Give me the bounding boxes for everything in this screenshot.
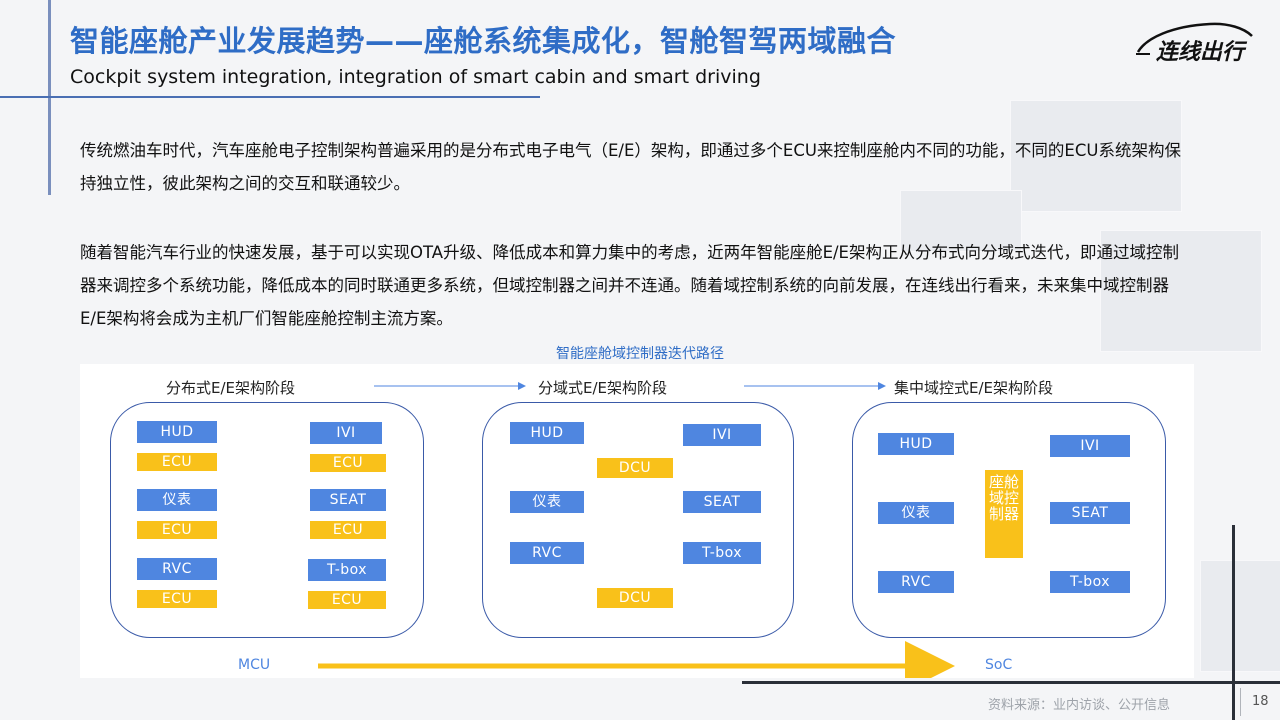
ecu-box: ECU bbox=[137, 590, 217, 608]
dcu-box: DCU bbox=[597, 458, 673, 478]
ecu-box: ECU bbox=[137, 521, 217, 539]
footer-divider bbox=[742, 681, 1280, 684]
page-number: 18 bbox=[1252, 694, 1269, 709]
module-dashboard: 仪表 bbox=[878, 502, 954, 524]
module-seat: SEAT bbox=[1050, 502, 1130, 524]
right-accent-line bbox=[1232, 525, 1235, 720]
axis-label-soc: SoC bbox=[985, 657, 1013, 673]
module-seat: SEAT bbox=[683, 491, 761, 513]
module-ivi: IVI bbox=[683, 424, 761, 446]
ecu-box: ECU bbox=[310, 521, 386, 539]
module-hud: HUD bbox=[510, 422, 584, 444]
title-underline bbox=[0, 96, 540, 98]
paragraph-domain-trend: 随着智能汽车行业的快速发展，基于可以实现OTA升级、降低成本和算力集中的考虑，近… bbox=[80, 243, 1179, 328]
car-logo-icon bbox=[1136, 22, 1253, 55]
background-cube bbox=[1100, 230, 1262, 352]
module-tbox: T-box bbox=[1050, 571, 1130, 593]
module-tbox: T-box bbox=[683, 542, 761, 564]
module-ivi: IVI bbox=[1050, 435, 1130, 457]
module-ivi: IVI bbox=[310, 422, 382, 444]
module-rvc: RVC bbox=[510, 542, 584, 564]
page-number-separator bbox=[1240, 688, 1241, 716]
ecu-box: ECU bbox=[137, 453, 217, 471]
axis-label-mcu: MCU bbox=[238, 657, 271, 673]
module-hud: HUD bbox=[878, 433, 954, 455]
module-tbox: T-box bbox=[308, 559, 386, 581]
page-title: 智能座舱产业发展趋势——座舱系统集成化，智舱智驾两域融合 bbox=[70, 24, 897, 58]
module-dashboard: 仪表 bbox=[137, 489, 217, 511]
diagram-caption: 智能座舱域控制器迭代路径 bbox=[556, 346, 724, 362]
module-seat: SEAT bbox=[310, 489, 386, 511]
source-note: 资料来源：业内访谈、公开信息 bbox=[988, 698, 1171, 713]
stage-label-distributed: 分布式E/E架构阶段 bbox=[166, 379, 296, 397]
page-subtitle: Cockpit system integration, integration … bbox=[70, 66, 761, 88]
module-rvc: RVC bbox=[878, 571, 954, 593]
architecture-diagram: 分布式E/E架构阶段 分域式E/E架构阶段 集中域控式E/E架构阶段 HUD E… bbox=[80, 364, 1194, 678]
dcu-box: DCU bbox=[597, 588, 673, 608]
background-cube bbox=[1200, 560, 1280, 672]
paragraph-distributed: 传统燃油车时代，汽车座舱电子控制架构普遍采用的是分布式电子电气（E/E）架构，即… bbox=[80, 141, 1181, 193]
module-dashboard: 仪表 bbox=[510, 491, 584, 513]
background-cube bbox=[900, 190, 1022, 252]
module-hud: HUD bbox=[137, 421, 217, 443]
module-rvc: RVC bbox=[137, 558, 217, 580]
stage-label-domain: 分域式E/E架构阶段 bbox=[538, 379, 668, 397]
cockpit-domain-controller: 座舱域控制器 bbox=[985, 470, 1023, 558]
background-cube bbox=[1010, 100, 1182, 212]
brand-logo-text: 连线出行 bbox=[1156, 40, 1245, 65]
ecu-box: ECU bbox=[310, 454, 386, 472]
stage-label-centralized: 集中域控式E/E架构阶段 bbox=[894, 379, 1054, 397]
ecu-box: ECU bbox=[308, 591, 386, 609]
